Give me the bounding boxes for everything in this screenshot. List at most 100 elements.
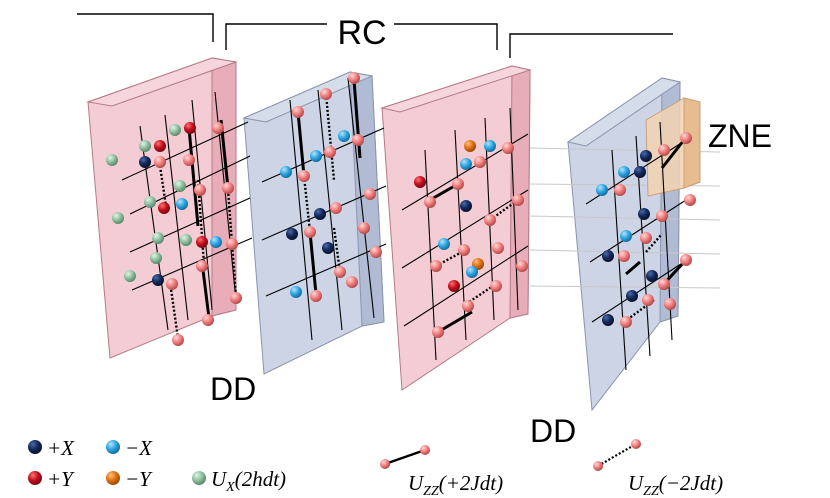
dd-label-right: DD — [530, 413, 576, 449]
qubit — [222, 182, 234, 194]
legend-uzz-plus-arg: (+2Jdt) — [439, 471, 503, 495]
qubit — [502, 142, 514, 154]
lattice-line — [164, 114, 189, 321]
qubit — [194, 184, 206, 196]
plus-x-qubit — [638, 208, 650, 220]
qubit — [684, 194, 696, 206]
qubit — [292, 106, 304, 118]
legend-uzz-plus-bond — [384, 448, 426, 466]
rc-bracket — [77, 13, 673, 58]
qubit — [212, 122, 224, 134]
lattice-line — [401, 189, 529, 269]
legend-uzz-plus-sub: ZZ — [423, 484, 439, 498]
legend-plus-x-label: +X — [47, 436, 75, 460]
qubit — [196, 260, 208, 272]
uzz-minus-bond — [332, 227, 342, 273]
lattice-line — [403, 245, 529, 327]
rc-label: RC — [337, 14, 386, 52]
qubit — [424, 196, 436, 208]
minus-x-qubit — [596, 184, 608, 196]
legend-uzz-plus-main: U — [408, 471, 425, 495]
uzz-plus-bond — [201, 269, 211, 319]
plus-x-qubit — [322, 242, 334, 254]
qubit — [358, 222, 370, 234]
dd-label-left: DD — [210, 371, 256, 407]
minus-x-qubit — [460, 158, 472, 170]
qubit — [226, 238, 238, 250]
minus-x-qubit — [620, 230, 632, 242]
zne-label: ZNE — [708, 118, 772, 154]
minus-x-qubit — [210, 236, 222, 248]
qubit — [462, 300, 474, 312]
qubit — [680, 254, 692, 266]
qubit — [492, 242, 504, 254]
qubit — [656, 210, 668, 222]
qubit — [348, 72, 360, 84]
qubit — [346, 276, 358, 288]
qubit — [664, 298, 676, 310]
qubit — [680, 132, 692, 144]
lattice-line — [509, 107, 519, 311]
uzz-minus-bond — [158, 165, 168, 207]
uzz-plus-bond — [437, 310, 473, 334]
lattice-line — [347, 77, 375, 319]
qubit — [642, 294, 654, 306]
uzz-minus-bond — [645, 233, 663, 253]
uzz-plus-bond — [296, 111, 306, 177]
qubit — [490, 280, 502, 292]
plus-x-qubit — [626, 290, 638, 302]
legend-plus-x-marker — [28, 440, 42, 454]
legend-minus-y-marker — [106, 471, 120, 485]
qubit — [202, 314, 214, 326]
qubit — [230, 292, 242, 304]
plus-y-qubit — [448, 280, 460, 292]
legend-uzz-plus-end-a — [380, 459, 390, 469]
plus-x-qubit — [646, 270, 658, 282]
lattice-line — [611, 149, 627, 371]
plus-x-qubit — [152, 274, 164, 286]
qubit — [352, 134, 364, 146]
plus-y-qubit — [196, 236, 208, 248]
qubit — [640, 232, 652, 244]
qubit — [484, 214, 496, 226]
ux-qubit — [106, 154, 118, 166]
minus-x-qubit — [466, 266, 478, 278]
legend-uzz-minus-end-b — [631, 439, 641, 449]
panel-rc-2 — [380, 65, 532, 391]
legend-ux-arg: (2hdt) — [235, 467, 286, 491]
plus-y-qubit — [158, 202, 170, 214]
legend-minus-x-label: −X — [125, 436, 153, 460]
legend-minus-y-label: −Y — [125, 467, 153, 491]
ux-qubit — [174, 180, 186, 192]
minus-x-qubit — [290, 286, 302, 298]
legend-ux-marker — [192, 471, 206, 485]
qubit — [320, 88, 332, 100]
qubit — [430, 260, 442, 272]
plus-x-qubit — [602, 250, 614, 262]
uzz-minus-bond — [302, 175, 312, 233]
qubit — [166, 278, 178, 290]
qubit — [310, 290, 322, 302]
qubit — [334, 266, 346, 278]
lattice-line — [265, 243, 387, 297]
qubit — [658, 278, 670, 290]
plus-y-qubit — [154, 140, 166, 152]
ux-qubit — [144, 196, 156, 208]
qubit-markers — [106, 72, 696, 346]
qubit — [658, 144, 670, 156]
qubit — [474, 156, 486, 168]
uzz-plus-bond — [660, 139, 686, 169]
minus-x-qubit — [618, 166, 630, 178]
ux-qubit — [150, 252, 162, 264]
lattice-line — [121, 121, 249, 181]
lattice-line — [191, 99, 213, 311]
legend-uzz-minus-sub: ZZ — [643, 484, 659, 498]
plus-x-qubit — [460, 200, 472, 212]
qubit — [620, 316, 632, 328]
legend-minus-x-marker — [106, 440, 120, 454]
qubit — [370, 246, 382, 258]
qubit — [516, 260, 528, 272]
qubit — [618, 250, 630, 262]
plus-x-qubit — [634, 166, 646, 178]
